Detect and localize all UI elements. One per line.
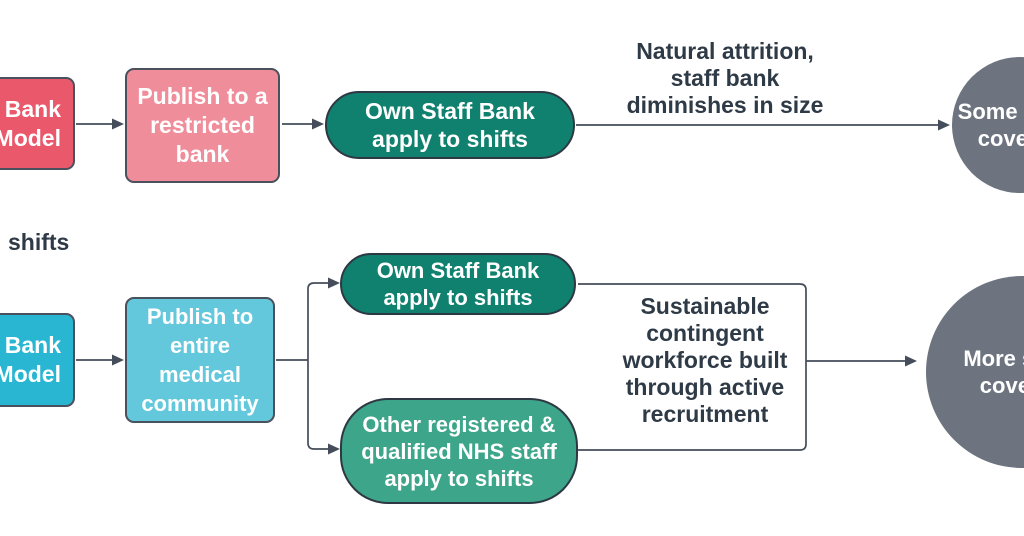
more-shifts-covered-circle: More shifts covered (926, 276, 1024, 468)
publish-entire-community-box: Publish to entire medical community (125, 297, 275, 423)
arrowhead (905, 355, 917, 367)
branch-split-bracket (307, 282, 328, 450)
annotation-line: recruitment (641, 401, 769, 427)
annotation-line: through active (625, 374, 785, 400)
own-staff-bank-line: apply to shifts (383, 285, 533, 310)
annotation-line: staff bank (670, 65, 780, 91)
bottom-source-box-line: Bank (4, 332, 61, 358)
annotation-line: workforce built (622, 347, 788, 373)
publish-restricted-line: Publish to a (137, 83, 268, 109)
arrowhead (312, 118, 324, 130)
top-source-bank-model-box: Bank Model (0, 77, 75, 170)
arrowhead (328, 277, 340, 289)
top-source-box-line: Bank (4, 95, 61, 122)
publish-restricted-line: bank (175, 141, 230, 167)
circle-line: Some shifts (957, 99, 1024, 124)
own-staff-bank-line: Own Staff Bank (376, 258, 540, 283)
own-staff-bank-pill-top: Own Staff Bank apply to shifts (325, 91, 575, 159)
arrowhead (328, 443, 340, 455)
publish-community-line: Publish to (146, 304, 254, 329)
other-staff-line: Other registered & (362, 411, 556, 437)
sustainable-workforce-annotation: Sustainable contingent workforce built t… (600, 293, 810, 428)
annotation-line: Sustainable (640, 293, 770, 319)
bottom-source-bank-model-box: Bank Model (0, 313, 75, 407)
annotation-line: contingent (646, 320, 764, 346)
own-staff-bank-line: apply to shifts (372, 126, 528, 152)
natural-attrition-annotation: Natural attrition, staff bank diminishes… (595, 38, 855, 119)
circle-line: More shifts (963, 346, 1024, 371)
other-registered-staff-pill: Other registered & qualified NHS staff a… (340, 398, 578, 504)
publish-community-line: entire (170, 333, 230, 358)
other-staff-line: qualified NHS staff (361, 438, 557, 464)
publish-community-line: medical (159, 362, 241, 387)
shifts-heading-fragment: shifts (8, 229, 70, 255)
annotation-line: Natural attrition, (636, 38, 814, 64)
circle-line: covered (979, 373, 1024, 398)
some-shifts-covered-circle: Some shifts covered (952, 57, 1024, 193)
other-staff-line: apply to shifts (384, 465, 534, 491)
own-staff-bank-line: Own Staff Bank (365, 98, 535, 124)
publish-community-line: community (141, 391, 259, 416)
annotation-line: diminishes in size (626, 92, 824, 118)
top-source-box-line: Model (0, 124, 61, 151)
own-staff-bank-pill-bottom: Own Staff Bank apply to shifts (340, 253, 576, 315)
publish-restricted-bank-box: Publish to a restricted bank (125, 68, 280, 183)
arrowhead (112, 118, 124, 130)
publish-restricted-line: restricted (150, 112, 255, 138)
arrowhead (112, 354, 124, 366)
bottom-source-box-line: Model (0, 361, 61, 387)
arrowhead (938, 119, 950, 131)
circle-line: covered (977, 126, 1024, 151)
